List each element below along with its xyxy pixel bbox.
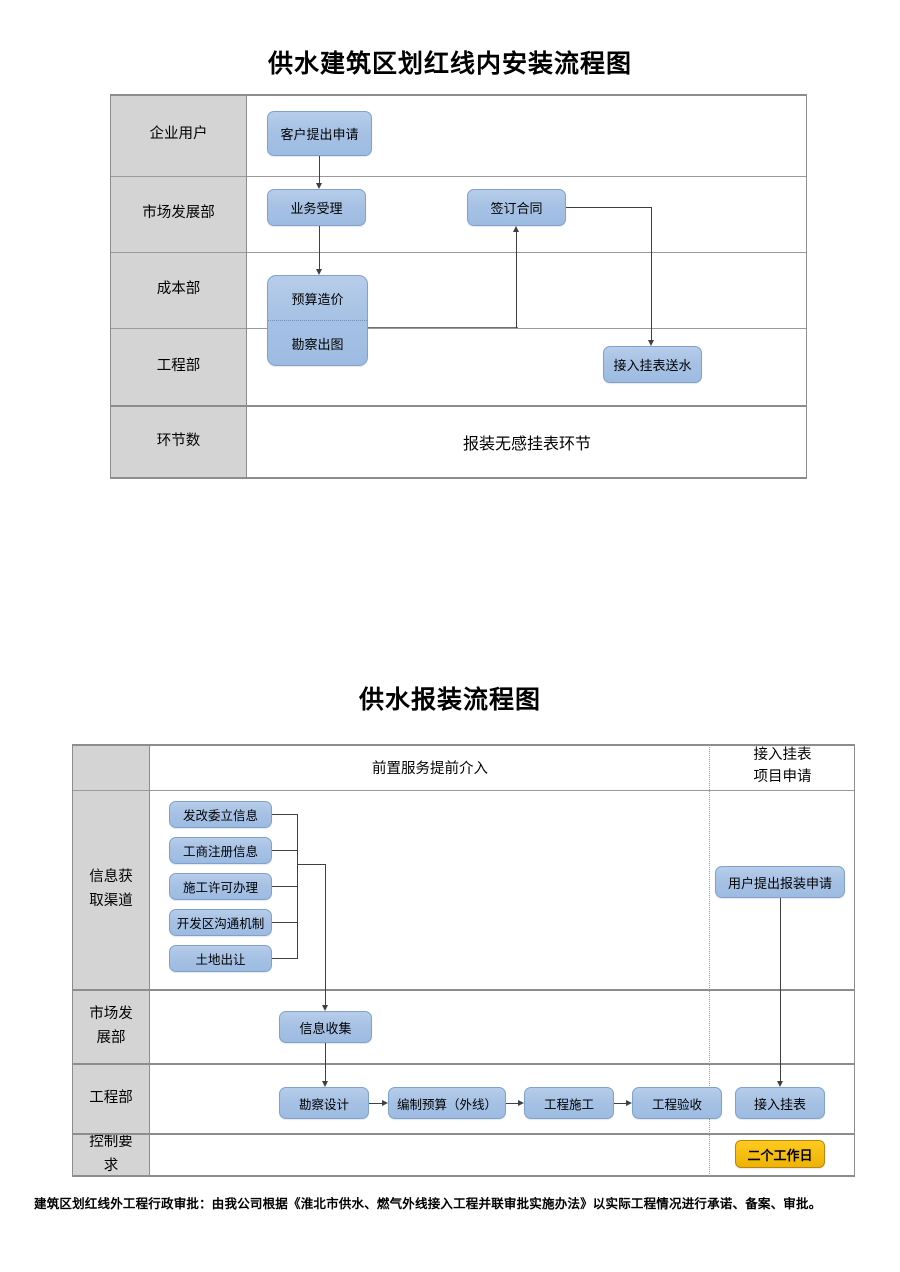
box-survey-design[interactable]: 勘察设计 (279, 1087, 369, 1119)
table-border-bottom (110, 477, 807, 479)
table-border-right (806, 94, 808, 478)
arrowhead-info-collect (321, 1005, 328, 1011)
box-budget-and-survey[interactable]: 预算造价 勘察出图 (267, 275, 368, 366)
box-acceptance-check[interactable]: 工程验收 (632, 1087, 722, 1119)
arrowhead-contract (512, 226, 519, 232)
connector-budget-to-construction (506, 1103, 518, 1105)
row-label-control-line1: 控制要 (89, 1134, 133, 1151)
arrowhead-budget-outdoor (382, 1099, 388, 1106)
box-budget-cost: 预算造价 (268, 276, 367, 321)
connector-contract-right (566, 207, 652, 209)
header-right-line1: 接入挂表 (753, 747, 812, 764)
row-label-engineering-line1: 工程部 (89, 1090, 133, 1107)
row-label-step-count: 环节数 (110, 406, 247, 478)
connector-apply-to-accept (319, 156, 321, 183)
box-customer-application[interactable]: 客户提出申请 (267, 111, 372, 156)
connector-channel-2 (272, 850, 298, 852)
connector-channel-bus (297, 814, 299, 959)
row-label-info-channels-line1: 信息获 (89, 869, 133, 886)
d2-table-border-right (854, 744, 856, 1176)
row-label-market-dev-line1: 市场发 (89, 1006, 133, 1023)
d2-table-border-bottom (72, 1175, 855, 1177)
box-land-transfer[interactable]: 土地出让 (169, 945, 272, 972)
row-label-market-dev-2: 市场发 展部 (72, 990, 150, 1064)
d2-label-column-divider (149, 744, 151, 1176)
connector-survey-up (516, 232, 518, 328)
row-label-market-dev: 市场发展部 (110, 176, 247, 252)
footer-note: 建筑区划红线外工程行政审批：由我公司根据《淮北市供水、燃气外线接入工程并联审批实… (34, 1197, 822, 1211)
connector-channel-4 (272, 922, 298, 924)
row-divider-3 (110, 328, 807, 329)
d2-table-border-top (72, 744, 855, 746)
box-connect-meter-supply[interactable]: 接入挂表送水 (603, 346, 702, 383)
row-label-control-requirement: 控制要 求 (72, 1134, 150, 1176)
row-label-engineering-dept: 工程部 (110, 328, 247, 406)
arrowhead-accept (315, 183, 322, 189)
d2-row-divider-2 (72, 989, 855, 991)
box-survey-drawing: 勘察出图 (291, 336, 344, 352)
d2-row-divider-3 (72, 1063, 855, 1065)
box-connect-meter[interactable]: 接入挂表 (735, 1087, 825, 1119)
row-divider-2 (110, 252, 807, 253)
box-business-acceptance[interactable]: 业务受理 (267, 189, 366, 226)
arrowhead-construction (518, 1099, 524, 1106)
row-divider-4 (110, 405, 807, 407)
box-business-registration-info[interactable]: 工商注册信息 (169, 837, 272, 864)
box-user-submits-application[interactable]: 用户提出报装申请 (715, 866, 845, 898)
box-construction-permit[interactable]: 施工许可办理 (169, 873, 272, 900)
d2-section-dotted-divider (709, 744, 710, 1176)
arrowhead-acceptance (626, 1099, 632, 1106)
connector-bus-to-collect (297, 864, 326, 866)
row-label-cost-dept: 成本部 (110, 252, 247, 328)
connector-construction-to-acceptance (614, 1103, 626, 1105)
row-label-market-dev-line2: 展部 (96, 1030, 126, 1046)
table-border-left (110, 94, 112, 478)
row-label-info-channels-line2: 取渠道 (89, 893, 133, 909)
connector-channel-1 (272, 814, 298, 816)
d2-row-divider-4 (72, 1133, 855, 1135)
connector-channel-5 (272, 958, 298, 960)
connector-user-app-to-connect-meter (780, 898, 782, 1081)
box-construction[interactable]: 工程施工 (524, 1087, 614, 1119)
arrowhead-budget (315, 269, 322, 275)
diagram2-title: 供水报装流程图 (358, 687, 541, 714)
arrowhead-connect-meter-2 (776, 1081, 783, 1087)
box-devzone-communication[interactable]: 开发区沟通机制 (169, 909, 272, 936)
box-ndrc-project-info[interactable]: 发改委立信息 (169, 801, 272, 828)
diagram1-title: 供水建筑区划红线内安装流程图 (267, 51, 632, 78)
row-divider-1 (110, 176, 807, 177)
diagram1-table: 企业用户 市场发展部 成本部 工程部 环节数 报装无感挂表环节 客户提出申请 业… (110, 94, 808, 479)
connector-channel-3 (272, 886, 298, 888)
step-count-value: 报装无感挂表环节 (462, 436, 591, 453)
connector-survey-to-budget (369, 1103, 382, 1105)
row-label-info-channels: 信息获 取渠道 (72, 790, 150, 990)
d2-row-divider-1 (72, 790, 855, 791)
connector-collect-down (325, 864, 327, 1005)
connector-collect-to-survey (325, 1043, 327, 1081)
header-right-title: 接入挂表 项目申请 (710, 744, 855, 790)
box-budget-outdoor-line[interactable]: 编制预算（外线） (388, 1087, 506, 1119)
header-right-line2: 项目申请 (753, 769, 812, 785)
box-information-collection[interactable]: 信息收集 (279, 1011, 372, 1043)
row-label-control-line2: 求 (103, 1158, 119, 1174)
label-column-divider (246, 94, 248, 478)
connector-contract-down (651, 207, 653, 340)
row-label-engineering-dept-2: 工程部 (72, 1064, 150, 1134)
arrowhead-connect-meter (647, 340, 654, 346)
badge-two-working-days[interactable]: 二个工作日 (735, 1140, 825, 1168)
connector-accept-to-budget (319, 226, 321, 269)
header-label-blank (72, 744, 150, 790)
diagram2-table: 前置服务提前介入 接入挂表 项目申请 信息获 取渠道 市场发 展部 工程部 控制… (72, 744, 856, 1177)
connector-survey-right (368, 327, 518, 329)
table-border-top (110, 94, 807, 96)
d2-table-border-left (72, 744, 74, 1176)
box-sign-contract[interactable]: 签订合同 (467, 189, 566, 226)
header-center-title: 前置服务提前介入 (372, 760, 488, 777)
row-label-enterprise-user: 企业用户 (110, 94, 247, 176)
arrowhead-survey-design (321, 1081, 328, 1087)
